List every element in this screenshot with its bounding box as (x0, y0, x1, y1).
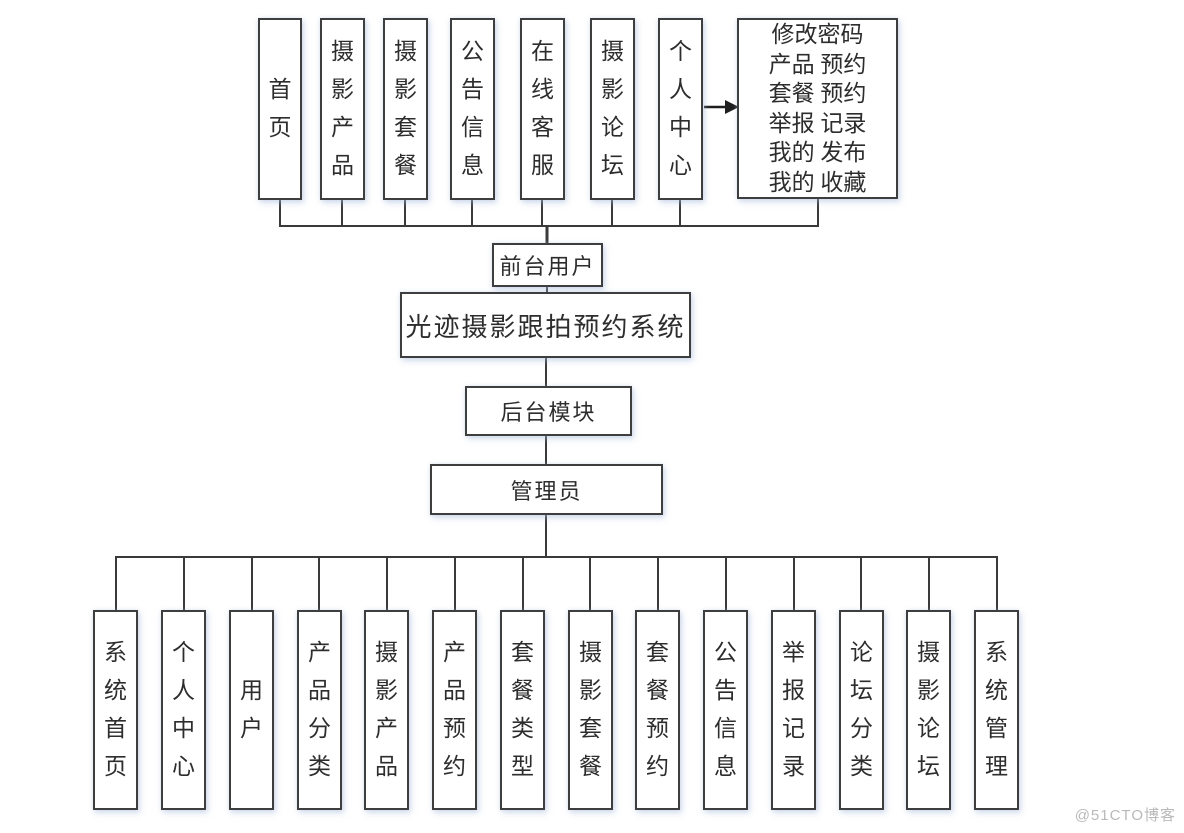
front-module-announcement-label: 公告信息 (461, 39, 484, 178)
front-module-photo-product-box: 摄影产品 (320, 18, 365, 200)
front-user-label: 前台用户 (499, 254, 596, 279)
user-center-function-my-posts: 我的 发布 (768, 140, 867, 165)
bottom-bus-lines (115, 556, 998, 612)
admin-module-product-booking-label: 产品预约 (443, 640, 466, 779)
admin-module-product-category-box: 产品分类 (297, 610, 342, 810)
admin-module-system-home-label: 系统首页 (104, 640, 127, 779)
admin-module-package-booking-label: 套餐预约 (646, 640, 669, 779)
admin-module-photo-product-box: 摄影产品 (364, 610, 409, 810)
admin-module-product-booking-box: 产品预约 (432, 610, 477, 810)
user-center-function-product-booking: 产品 预约 (768, 51, 867, 77)
admin-module-photo-forum-box: 摄影论坛 (906, 610, 951, 810)
admin-label: 管理员 (510, 478, 583, 504)
watermark: @51CTO博客 (1074, 807, 1176, 824)
user-center-function-my-favorites: 我的 收藏 (768, 169, 867, 195)
front-module-photo-package-box: 摄影套餐 (383, 18, 428, 200)
admin-module-photo-product-label: 摄影产品 (375, 640, 398, 779)
admin-module-package-type-box: 套餐类型 (500, 610, 545, 810)
user-center-function-report-record: 举报 记录 (768, 110, 867, 136)
user-center-function-package-booking: 套餐 预约 (768, 81, 867, 106)
front-module-home-label: 首页 (268, 77, 292, 140)
front-module-photo-product-label: 摄影产品 (331, 39, 354, 178)
admin-box: 管理员 (430, 464, 663, 515)
user-center-functions-box: 修改密码 产品 预约 套餐 预约 举报 记录 我的 发布 我的 收藏 (737, 18, 898, 199)
front-module-home-box: 首页 (258, 18, 302, 200)
admin-module-photo-forum-label: 摄影论坛 (917, 640, 940, 779)
front-user-box: 前台用户 (492, 243, 603, 287)
admin-module-product-category-label: 产品分类 (308, 640, 331, 779)
system-title-box: 光迹摄影跟拍预约系统 (400, 292, 691, 358)
front-module-photo-forum-box: 摄影论坛 (590, 18, 635, 200)
admin-module-system-home-box: 系统首页 (93, 610, 138, 810)
admin-module-photo-package-box: 摄影套餐 (568, 610, 613, 810)
admin-module-report-record-label: 举报记录 (782, 640, 805, 779)
admin-module-system-management-box: 系统管理 (974, 610, 1019, 810)
front-module-photo-forum-label: 摄影论坛 (601, 39, 624, 178)
admin-module-system-management-label: 系统管理 (985, 640, 1008, 779)
admin-module-users-label: 用户 (240, 678, 263, 741)
admin-module-announcement-box: 公告信息 (703, 610, 748, 810)
backend-module-box: 后台模块 (465, 386, 632, 436)
front-module-online-service-label: 在线客服 (531, 39, 554, 178)
admin-module-package-type-label: 套餐类型 (511, 640, 534, 779)
front-module-personal-center-box: 个人中心 (658, 18, 703, 200)
admin-module-personal-center-label: 个人中心 (172, 640, 195, 779)
backend-module-label: 后台模块 (500, 400, 597, 425)
arrow-right-icon (704, 100, 739, 114)
front-module-announcement-box: 公告信息 (450, 18, 495, 200)
user-center-function-change-password: 修改密码 (771, 22, 864, 47)
admin-module-photo-package-label: 摄影套餐 (579, 640, 602, 779)
system-title-label: 光迹摄影跟拍预约系统 (405, 312, 686, 342)
admin-module-forum-category-label: 论坛分类 (850, 640, 873, 779)
front-module-online-service-box: 在线客服 (520, 18, 565, 200)
front-module-personal-center-label: 个人中心 (669, 39, 692, 178)
admin-module-users-box: 用户 (229, 610, 274, 810)
admin-module-report-record-box: 举报记录 (771, 610, 816, 810)
front-module-photo-package-label: 摄影套餐 (394, 39, 417, 178)
admin-module-forum-category-box: 论坛分类 (839, 610, 884, 810)
top-bus-lines (279, 196, 819, 246)
admin-module-personal-center-box: 个人中心 (161, 610, 206, 810)
admin-module-announcement-label: 公告信息 (714, 640, 737, 779)
admin-module-package-booking-box: 套餐预约 (635, 610, 680, 810)
